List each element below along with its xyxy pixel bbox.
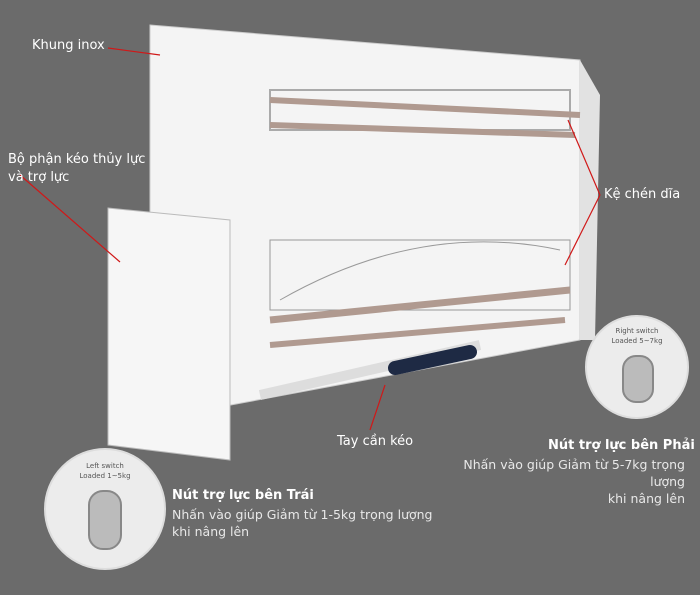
label-handle: Tay cần kéo: [337, 434, 414, 449]
cabinet-side: [580, 60, 600, 340]
right-button-title: Nút trợ lực bên Phải: [548, 438, 695, 453]
left-switch-label: Left switch: [86, 462, 124, 470]
right-switch-load: Loaded 5~7kg: [611, 337, 663, 345]
label-hydraulic-1: Bộ phận kéo thủy lực: [8, 152, 146, 167]
label-hydraulic-2: và trợ lực: [8, 170, 70, 185]
label-rack: Kệ chén dĩa: [604, 187, 681, 202]
dish-rack: [269, 239, 571, 311]
label-frame: Khung inox: [32, 38, 105, 53]
right-knob-icon: [622, 355, 654, 403]
left-switch-load: Loaded 1~5kg: [79, 472, 131, 480]
left-button-title: Nút trợ lực bên Trái: [172, 488, 314, 503]
hydraulic-box: [107, 207, 231, 461]
right-switch-label: Right switch: [615, 327, 659, 335]
pointer-lines: [19, 47, 601, 431]
left-knob-icon: [88, 490, 122, 550]
right-switch-closeup: Right switch Loaded 5~7kg: [585, 315, 689, 419]
left-switch-closeup: Left switch Loaded 1~5kg: [44, 448, 166, 570]
